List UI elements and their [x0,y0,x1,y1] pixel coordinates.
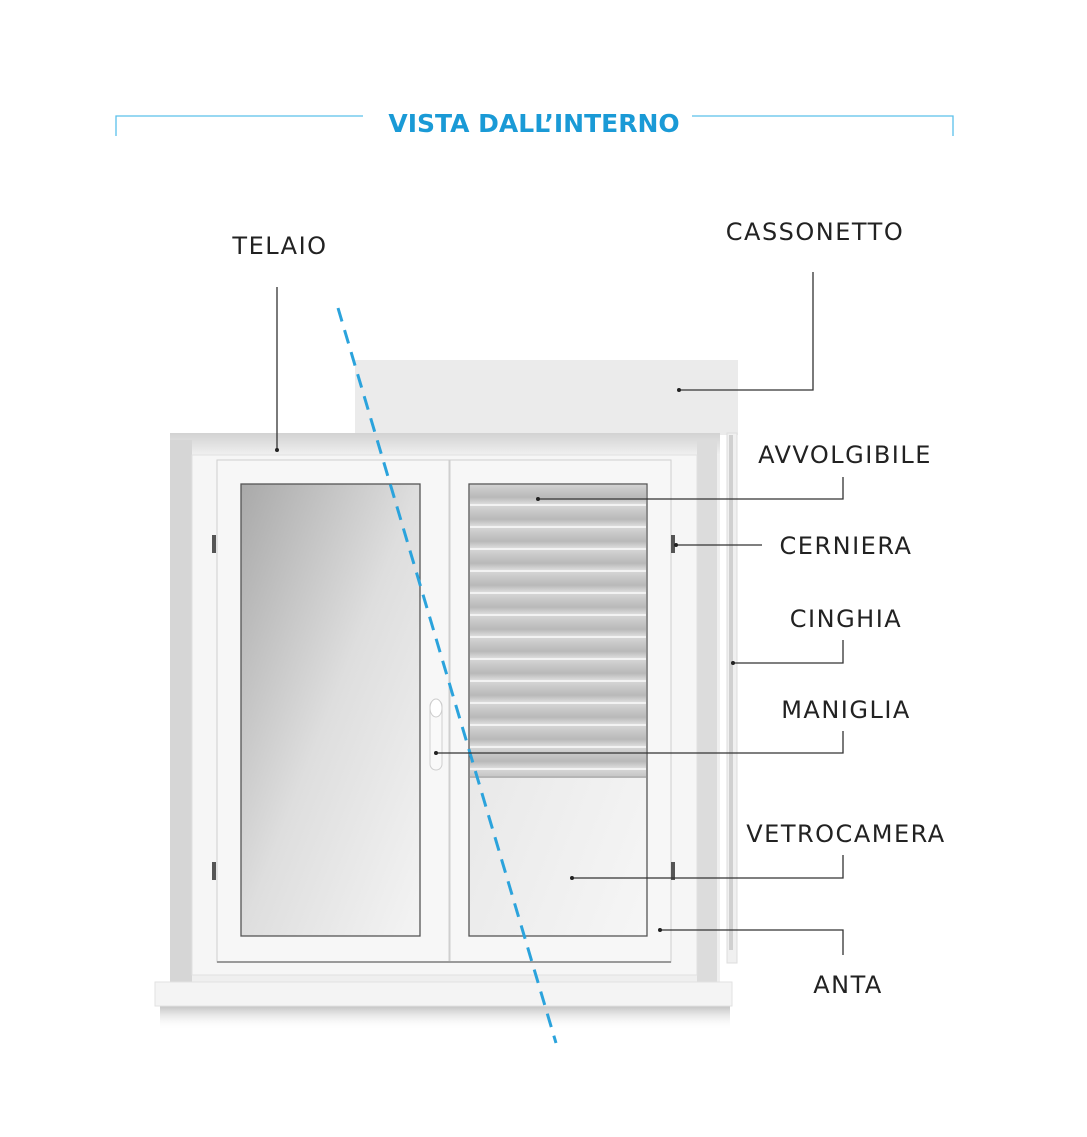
leader-telaio [275,287,279,452]
title-bracket [115,115,954,136]
label-anta: ANTA [813,971,883,999]
label-maniglia: MANIGLIA [781,696,911,724]
hinge-icons [212,535,675,880]
label-cassonetto: CASSONETTO [726,218,904,246]
label-avvolgibile: AVVOLGIBILE [758,441,932,469]
left-glass [240,483,421,937]
section-line [336,307,558,1044]
label-telaio: TELAIO [231,232,327,260]
window-sill [154,981,733,1007]
diagram-title: VISTA DALL’INTERNO [388,109,679,138]
label-cerniera: CERNIERA [780,532,913,560]
cassonetto-box [355,360,738,435]
sill-shadow [160,1004,730,1030]
leader-cassonetto [677,272,814,392]
leader-anta [658,928,844,955]
leader-cinghia [731,640,844,665]
label-vetrocamera: VETROCAMERA [746,820,945,848]
leader-maniglia [434,731,844,755]
label-cinghia: CINGHIA [790,605,902,633]
handle-icon [429,698,443,771]
leader-avvolgibile [536,477,844,501]
roller-shutter-slats [470,485,646,776]
leader-vetrocamera [570,855,844,880]
leader-cerniera [674,543,762,547]
